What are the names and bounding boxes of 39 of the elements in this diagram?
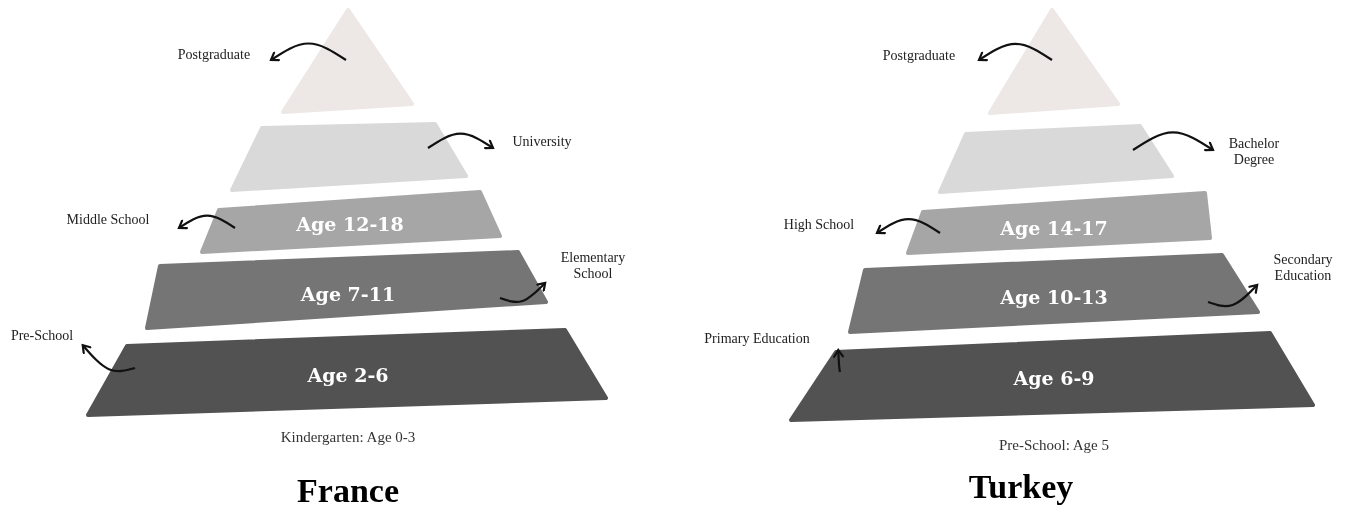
level-label: University xyxy=(496,134,588,150)
age-range: Age 7-11 xyxy=(300,283,396,305)
age-range: Age 10-13 xyxy=(1000,286,1108,308)
country-heading: Turkey xyxy=(968,468,1074,506)
curved-arrow xyxy=(269,42,347,62)
curved-arrow xyxy=(875,218,941,235)
caption: Pre-School: Age 5 xyxy=(999,437,1109,454)
curved-arrow xyxy=(1132,131,1215,152)
curved-arrow xyxy=(499,281,547,304)
pyramid-tier xyxy=(147,252,546,328)
level-label: Secondary Education xyxy=(1260,252,1346,284)
level-label: Postgraduate xyxy=(862,48,976,64)
level-label: High School xyxy=(764,217,874,233)
level-label: Pre-School xyxy=(4,328,80,344)
curved-arrow xyxy=(833,348,845,373)
curved-arrow xyxy=(427,132,495,150)
pyramid-tier xyxy=(940,126,1172,192)
caption: Kindergarten: Age 0-3 xyxy=(280,429,416,446)
curved-arrow xyxy=(177,214,236,230)
pyramid-tier xyxy=(232,124,466,190)
curved-arrow xyxy=(977,42,1053,62)
pyramid-tier xyxy=(850,255,1258,332)
age-range: Age 14-17 xyxy=(1000,217,1108,239)
pyramid-tier xyxy=(283,10,412,112)
level-label: Bachelor Degree xyxy=(1216,136,1292,168)
level-label: Middle School xyxy=(40,212,176,228)
level-label: Elementary School xyxy=(548,250,638,282)
pyramid-tier xyxy=(88,330,606,415)
pyramid-tier xyxy=(202,192,500,252)
country-heading: France xyxy=(297,472,399,510)
pyramid-tier xyxy=(908,193,1210,253)
level-label: Postgraduate xyxy=(160,47,268,63)
curved-arrow xyxy=(1207,283,1259,308)
pyramid-tier xyxy=(990,10,1118,113)
curved-arrow xyxy=(81,344,136,373)
age-range: Age 2-6 xyxy=(307,364,389,386)
age-range: Age 12-18 xyxy=(296,213,404,235)
level-label: Primary Education xyxy=(676,331,838,347)
age-range: Age 6-9 xyxy=(1013,367,1095,389)
